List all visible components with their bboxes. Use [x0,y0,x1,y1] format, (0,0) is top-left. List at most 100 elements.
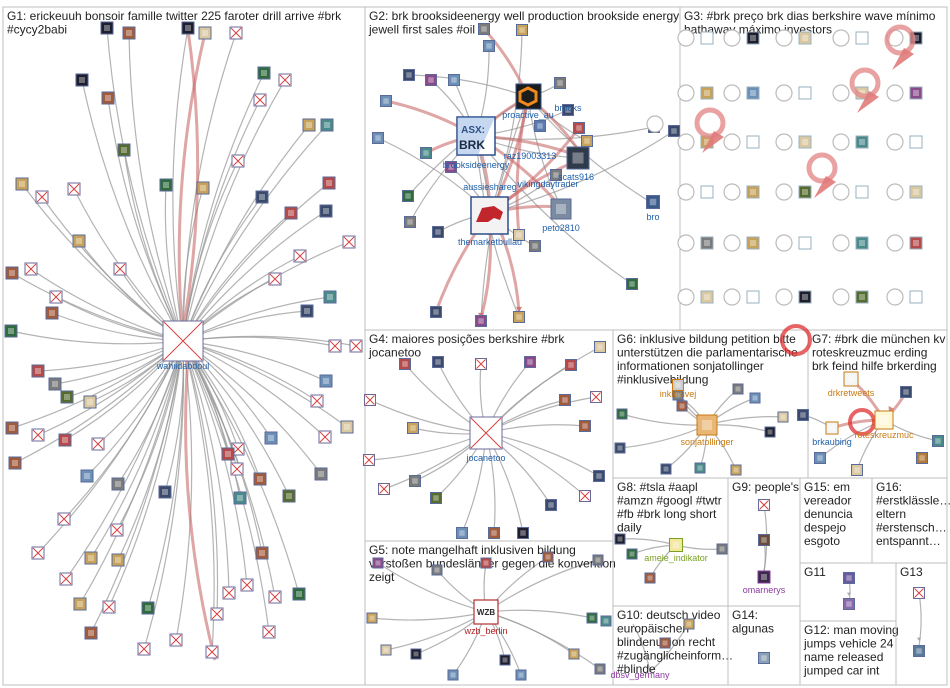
node-g10-avatar[interactable] [600,615,612,627]
node-g2-avatar[interactable] [516,24,528,36]
node-amele-indikator-avatar[interactable] [669,538,683,552]
node-g8-avatar[interactable] [644,572,656,584]
node-g1-placeholder[interactable] [230,462,244,476]
node-g3-avatar[interactable] [746,31,760,45]
node-g1-placeholder[interactable] [49,290,63,304]
node-g3-loop[interactable] [677,183,695,201]
node-g9-avatar[interactable] [758,534,770,546]
node-raz19003313-avatar[interactable] [534,120,546,132]
node-g6-avatar[interactable] [749,392,761,404]
node-g9-placeholder[interactable] [758,499,770,511]
node-g3-loop[interactable] [677,288,695,306]
node-g3-loop[interactable] [723,84,741,102]
node-g3-avatar[interactable] [798,236,812,250]
node-g1-placeholder[interactable] [231,442,245,456]
node-g2-avatar[interactable] [554,77,566,89]
node-g1-placeholder[interactable] [328,339,342,353]
node-g2-avatar[interactable] [404,216,416,228]
node-g1-avatar[interactable] [100,21,114,35]
node-drkretweets-avatar[interactable] [843,371,859,387]
node-g1-avatar[interactable] [322,176,336,190]
node-g2-avatar[interactable] [626,278,638,290]
node-g14-avatar[interactable] [758,652,770,664]
node-g1-placeholder[interactable] [293,249,307,263]
node-g1-placeholder[interactable] [278,73,292,87]
node-g1-placeholder[interactable] [268,272,282,286]
node-g3-loop[interactable] [677,234,695,252]
node-g2-avatar[interactable] [483,40,495,52]
node-g2-avatar[interactable] [448,74,460,86]
node-g1-avatar[interactable] [196,181,210,195]
node-jocanetoo[interactable] [469,416,503,450]
node-g4-avatar[interactable] [456,527,468,539]
node-g1-placeholder[interactable] [102,600,116,614]
node-g1-avatar[interactable] [84,626,98,640]
node-g1-placeholder[interactable] [240,578,254,592]
node-g1-placeholder[interactable] [231,154,245,168]
node-g3-loop[interactable] [832,234,850,252]
node-g6-avatar[interactable] [764,426,776,438]
node-g4-avatar[interactable] [524,356,536,368]
node-g5-avatar[interactable] [480,557,492,569]
node-g1-placeholder[interactable] [110,523,124,537]
node-g1-avatar[interactable] [282,489,296,503]
node-g1-avatar[interactable] [101,91,115,105]
node-g1-placeholder[interactable] [262,625,276,639]
node-g3-loop[interactable] [832,133,850,151]
node-g1-avatar[interactable] [198,26,212,40]
node-scats916-avatar[interactable] [566,146,590,170]
node-g3-loop[interactable] [723,29,741,47]
node-g1-avatar[interactable] [255,190,269,204]
node-g4-placeholder[interactable] [475,358,487,370]
node-g1-avatar[interactable] [319,374,333,388]
node-g3-avatar[interactable] [798,185,812,199]
node-g4-avatar[interactable] [488,527,500,539]
node-g1-avatar[interactable] [8,456,22,470]
node-g4-placeholder[interactable] [590,391,602,403]
node-g3-avatar[interactable] [855,135,869,149]
node-g3-loop[interactable] [775,288,793,306]
node-g8-avatar[interactable] [716,543,728,555]
node-g5-avatar[interactable] [499,654,511,666]
node-g3-avatar[interactable] [798,31,812,45]
node-g4-avatar[interactable] [430,492,442,504]
node-g1-placeholder[interactable] [137,642,151,656]
node-peto2810-avatar[interactable] [550,198,572,220]
node-g7-avatar[interactable] [851,464,863,476]
node-g3-loop[interactable] [775,84,793,102]
node-brkaubing-avatar[interactable] [825,421,839,435]
node-g3-avatar[interactable] [746,185,760,199]
node-g3-loop[interactable] [775,29,793,47]
node-g5-avatar[interactable] [447,669,459,681]
node-g1-avatar[interactable] [5,266,19,280]
node-g8-avatar[interactable] [614,533,626,545]
node-g1-avatar[interactable] [221,447,235,461]
node-g5-avatar[interactable] [372,557,384,569]
node-g1-placeholder[interactable] [24,262,38,276]
node-g2-avatar[interactable] [445,161,457,173]
node-g1-placeholder[interactable] [31,428,45,442]
node-g3-loop[interactable] [775,234,793,252]
node-g2-avatar[interactable] [550,169,562,181]
node-g16-avatar[interactable] [916,452,928,464]
node-g4-avatar[interactable] [579,420,591,432]
node-g5-avatar[interactable] [515,669,527,681]
node-g2-avatar[interactable] [573,122,585,134]
node-g1-placeholder[interactable] [169,633,183,647]
node-g3-avatar[interactable] [855,290,869,304]
node-g1-avatar[interactable] [300,304,314,318]
node-g2-avatar[interactable] [529,240,541,252]
node-omarnerys-avatar[interactable] [757,570,771,584]
node-g3-loop[interactable] [886,183,904,201]
node-g1-avatar[interactable] [58,433,72,447]
node-g3-loop[interactable] [677,133,695,151]
node-g3-avatar[interactable] [855,185,869,199]
node-g1-avatar[interactable] [122,26,136,40]
node-g3-loop[interactable] [886,84,904,102]
node-g1-avatar[interactable] [84,551,98,565]
node-g1-avatar[interactable] [264,431,278,445]
node-g1-avatar[interactable] [15,177,29,191]
node-g2-avatar[interactable] [513,229,525,241]
node-g3-loop[interactable] [723,288,741,306]
node-g2-avatar[interactable] [432,226,444,238]
